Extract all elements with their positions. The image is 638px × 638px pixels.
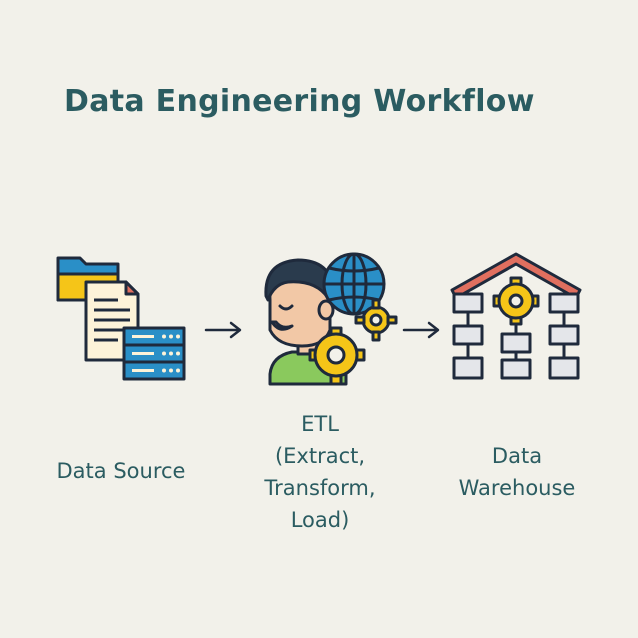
data-source-icon <box>56 256 186 381</box>
arrow-right-icon <box>204 321 242 339</box>
data-warehouse-icon <box>450 252 582 380</box>
diagram-title: Data Engineering Workflow <box>64 84 535 119</box>
etl-engineer-icon <box>264 252 398 386</box>
step-label-data-source: Data Source <box>56 459 186 483</box>
arrow-right-icon <box>402 321 440 339</box>
step-label-data-warehouse: Data Warehouse <box>458 444 576 500</box>
step-label-etl: ETL (Extract, Transform, Load) <box>264 412 376 532</box>
